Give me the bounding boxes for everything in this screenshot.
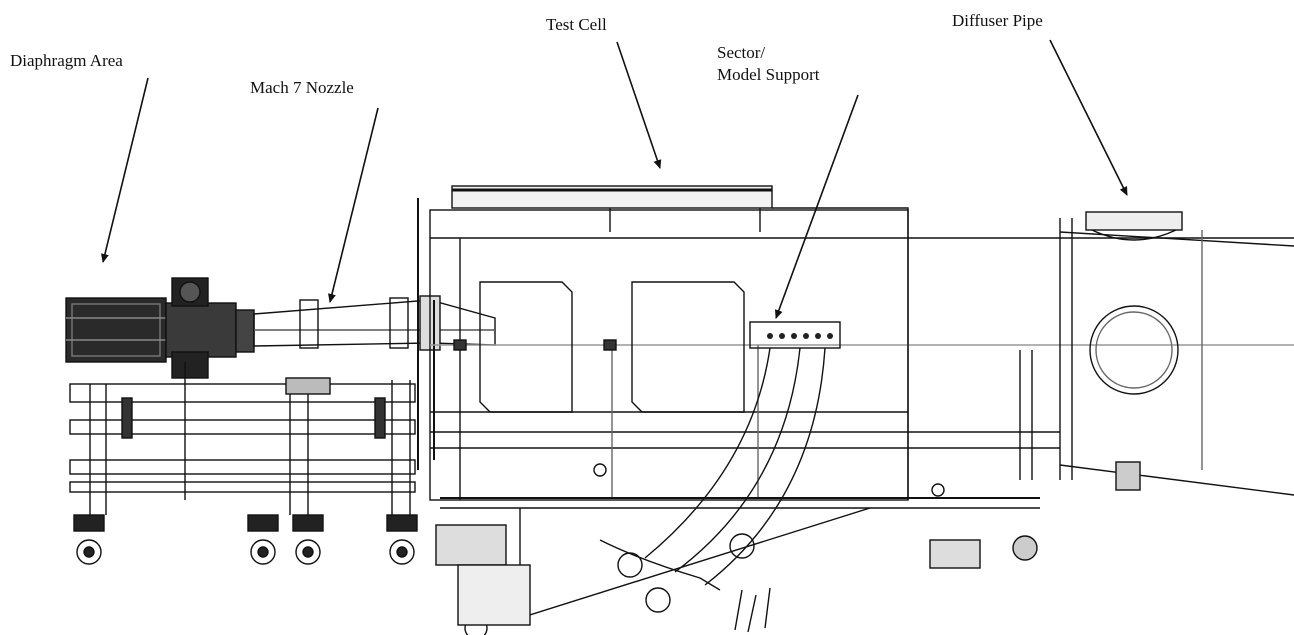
base-rail: [435, 463, 1040, 635]
sector-model-support-label: Sector/ Model Support: [717, 42, 819, 86]
arrow-diaphragm-area: [101, 77, 149, 263]
diaphragm-assembly: [65, 277, 255, 379]
arrow-test-cell: [616, 41, 662, 169]
arrow-mach7-nozzle: [328, 107, 379, 303]
sector-label-line2: Model Support: [717, 65, 820, 84]
arrow-diffuser-pipe: [1049, 39, 1128, 196]
support-cart: [69, 362, 416, 515]
mach7-nozzle-label: Mach 7 Nozzle: [250, 78, 354, 97]
test-cell-label: Test Cell: [546, 15, 607, 34]
leader-arrows: [101, 39, 1128, 319]
sector-label-line1: Sector/: [717, 43, 766, 62]
sector-model-support: [644, 321, 841, 586]
test-cell-body: [417, 185, 1294, 501]
casters: [73, 514, 418, 565]
diaphragm-area-label: Diaphragm Area: [10, 51, 123, 70]
arrow-sector-model-support: [775, 94, 859, 319]
diffuser-pipe-body: [1019, 211, 1294, 496]
diffuser-pipe-label: Diffuser Pipe: [952, 11, 1043, 30]
